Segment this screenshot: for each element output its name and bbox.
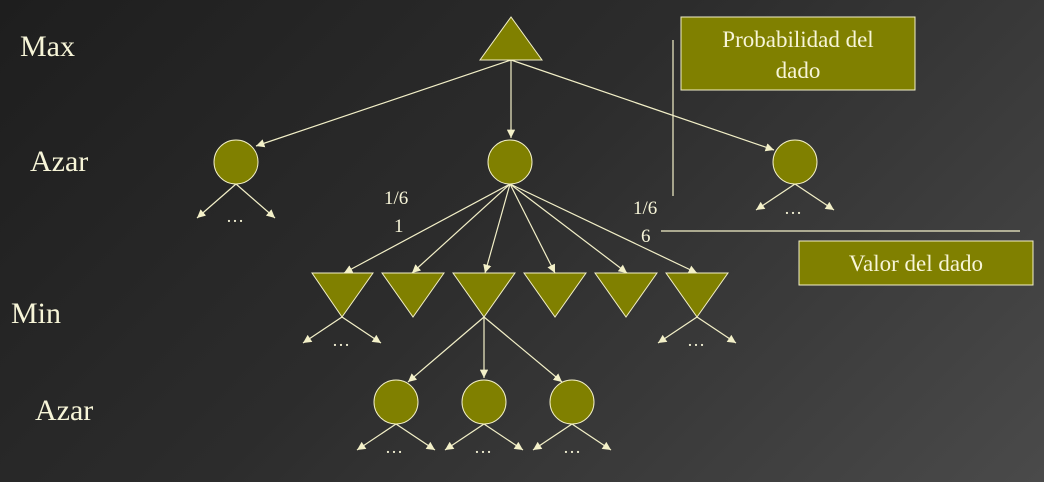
- chance-node-lower-1: [373, 379, 419, 425]
- die-value-callout: Valor del dado: [798, 240, 1034, 286]
- chance-node-center: [487, 139, 533, 185]
- edge-stub-right-b: [794, 183, 835, 211]
- edge-max-to-chance-right: [510, 59, 775, 152]
- min-node-4: [523, 272, 587, 318]
- edge-chance-to-min-4: [509, 183, 556, 274]
- max-node: [479, 16, 543, 61]
- chance-node-lower-2: [461, 379, 507, 425]
- prob-label-left-line2: 1: [394, 216, 404, 237]
- probability-callout: Probabilidad del dado: [680, 16, 916, 91]
- probability-callout-box: [680, 16, 916, 91]
- edge-stub-lower3-b: [571, 423, 612, 451]
- edge-chance-to-min-3: [483, 183, 511, 274]
- ellipsis-left-chance: …: [226, 206, 244, 226]
- ellipsis-min-1: …: [332, 330, 350, 350]
- edge-stub-lower2-a: [444, 423, 485, 451]
- ellipsis-lower-3: …: [563, 437, 581, 457]
- edge-stub-lower1-a: [356, 423, 397, 451]
- edge-stub-min6-b: [696, 316, 737, 344]
- edge-stub-min6-a: [657, 316, 698, 344]
- edge-chance-to-min-2: [411, 183, 511, 274]
- die-value-callout-box: [798, 240, 1034, 286]
- edge-chance-to-min-6: [509, 183, 698, 274]
- ellipsis-lower-1: …: [385, 437, 403, 457]
- edge-stub-min1-a: [302, 316, 343, 344]
- edge-chance-to-min-5: [509, 183, 628, 274]
- die-value-callout-text: Valor del dado: [849, 251, 983, 276]
- chance-node-right: [772, 139, 818, 185]
- prob-label-left-line1: 1/6: [384, 188, 408, 209]
- ellipsis-right-chance: …: [784, 198, 802, 218]
- edge-min-to-lower-3: [483, 316, 563, 383]
- edge-stub-left-b: [235, 183, 276, 219]
- ellipsis-lower-2: …: [474, 437, 492, 457]
- chance-node-left: [213, 139, 259, 185]
- tree-nodes: [213, 16, 818, 425]
- edge-stub-lower2-b: [483, 423, 524, 451]
- tree-edges: [196, 59, 835, 451]
- min-node-5: [594, 272, 658, 318]
- edge-stub-lower1-b: [395, 423, 436, 451]
- min-node-6: [665, 272, 729, 318]
- edge-stub-right-a: [755, 183, 796, 211]
- edge-stub-lower3-a: [532, 423, 573, 451]
- prob-label-right-line2: 6: [641, 226, 651, 247]
- min-node-1: [311, 272, 374, 318]
- level-label-max: Max: [20, 30, 75, 63]
- min-node-2: [381, 272, 445, 318]
- level-label-azar-1: Azar: [30, 145, 88, 178]
- probability-callout-line1: Probabilidad del: [722, 27, 873, 52]
- level-label-azar-2: Azar: [35, 394, 93, 427]
- ellipsis-min-6: …: [687, 330, 705, 350]
- edge-min-to-lower-1: [407, 316, 485, 383]
- min-node-3: [452, 272, 516, 318]
- level-label-min: Min: [11, 297, 61, 330]
- edge-chance-to-min-1: [343, 183, 511, 274]
- prob-label-right-line1: 1/6: [633, 198, 657, 219]
- edge-max-to-chance-left: [255, 59, 512, 148]
- chance-node-lower-3: [549, 379, 595, 425]
- edge-stub-left-a: [196, 183, 237, 219]
- probability-callout-line2: dado: [776, 58, 821, 83]
- edge-stub-min1-b: [341, 316, 382, 344]
